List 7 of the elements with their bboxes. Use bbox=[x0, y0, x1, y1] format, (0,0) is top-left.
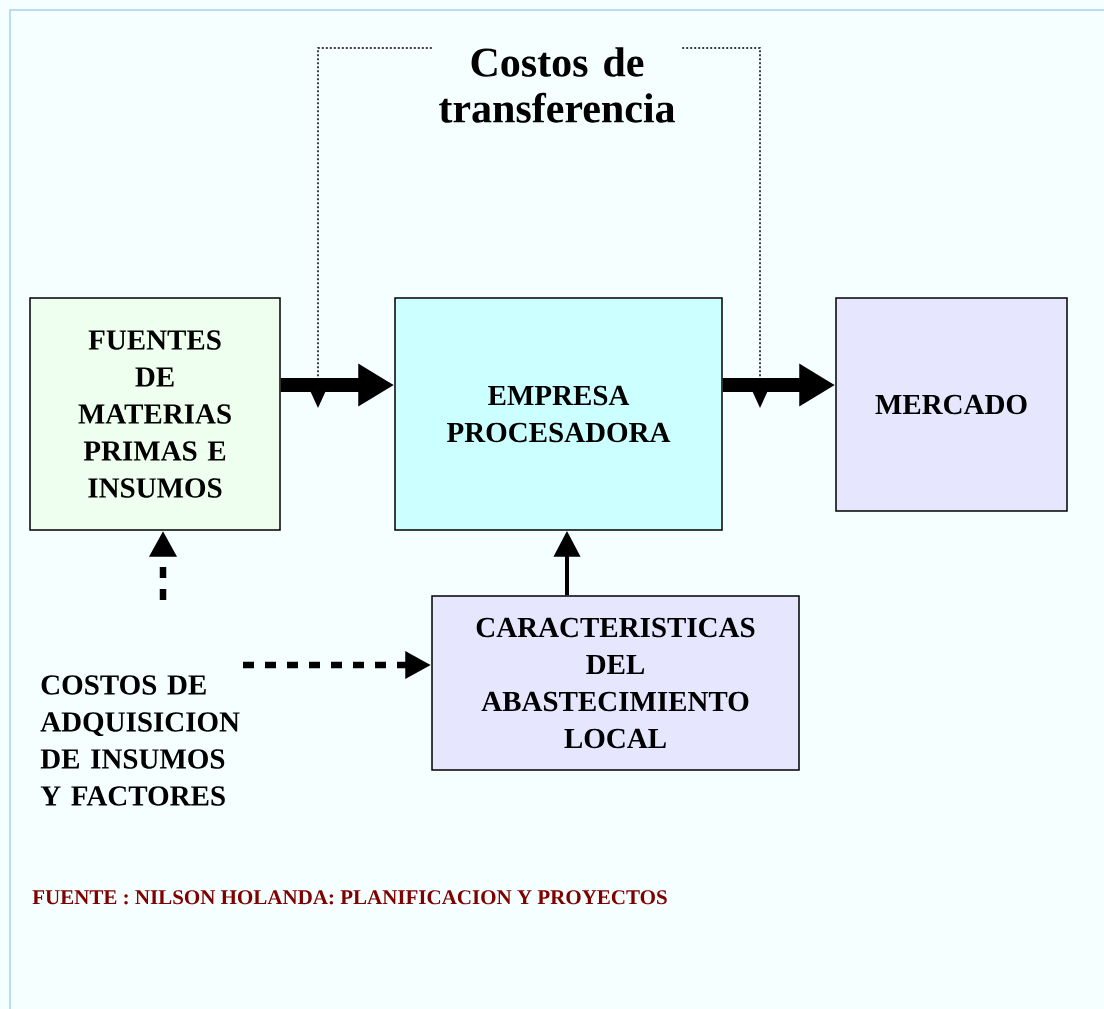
process-box: EMPRESA PROCESADORA bbox=[394, 297, 723, 531]
process-box: FUENTES DE MATERIAS PRIMAS E INSUMOS bbox=[29, 297, 281, 531]
process-box: MERCADO bbox=[835, 297, 1068, 512]
text-label: COSTOS DE ADQUISICION DE INSUMOS Y FACTORES bbox=[40, 675, 240, 806]
source-note: FUENTE : NILSON HOLANDA: PLANIFICACION Y PROYECTOS bbox=[32, 890, 667, 905]
process-box: CARACTERISTICAS DEL ABASTECIMIENTO LOCAL bbox=[431, 595, 800, 771]
heading-text: Costos de transferencia bbox=[439, 47, 675, 123]
